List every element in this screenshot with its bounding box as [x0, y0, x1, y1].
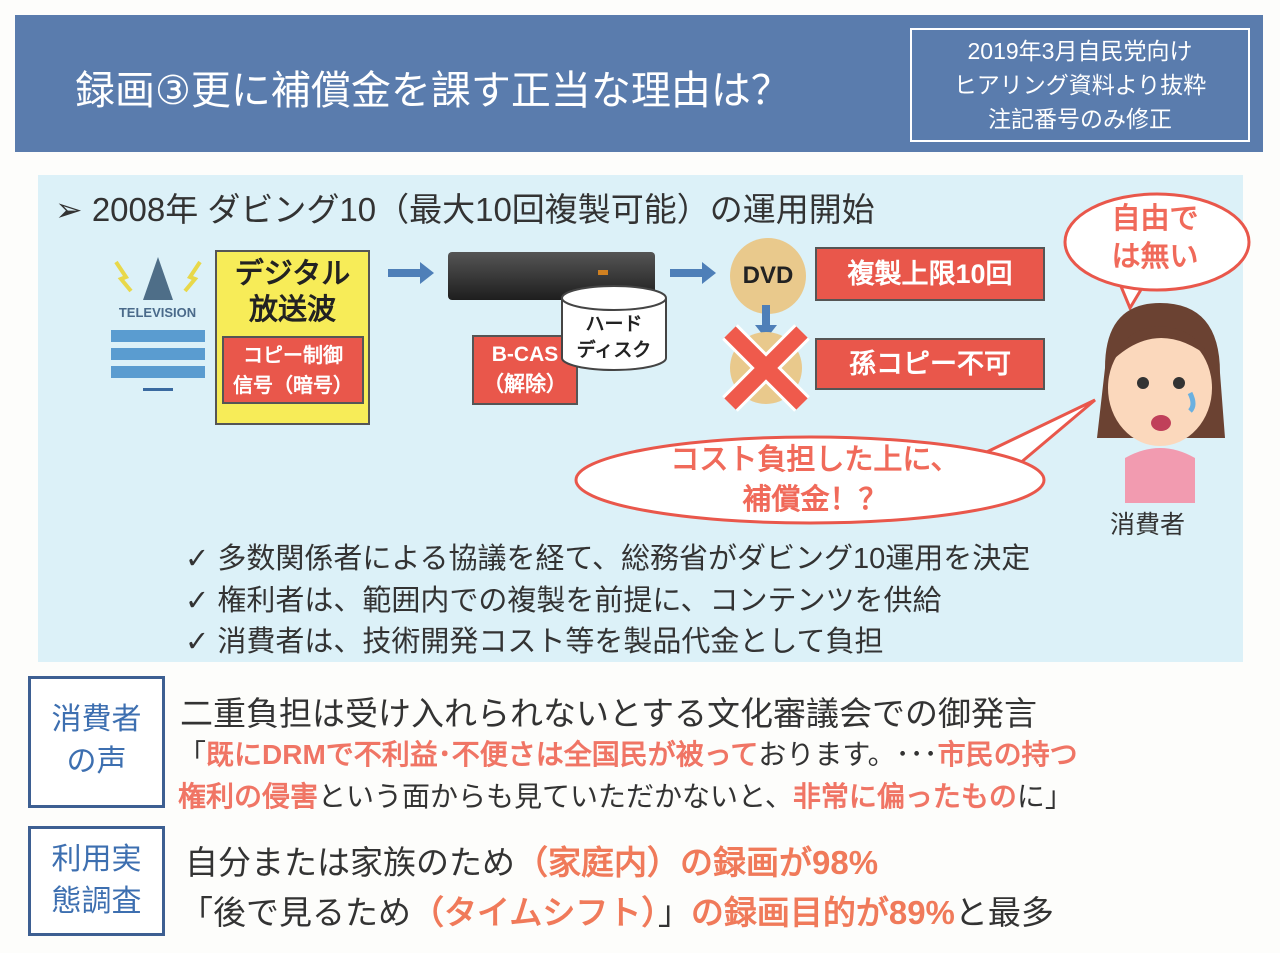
text-run: に」 [1016, 781, 1073, 812]
doc-title-line: デジタル [234, 258, 351, 290]
bubble-line: 補償金！？ [742, 484, 888, 516]
note-line: 注記番号のみ修正 [988, 106, 1172, 132]
note-line: ヒアリング資料より抜粋 [953, 72, 1207, 98]
check-item: ✓ 権利者は、範囲内での複製を前提に、コンテンツを供給 [185, 585, 942, 617]
text-run: と最多 [954, 894, 1054, 931]
label-line: 利用実 [51, 843, 142, 876]
television-tower-icon [111, 257, 205, 391]
check-item: ✓ 多数関係者による協議を経て、総務省がダビング10運用を決定 [185, 543, 1031, 575]
voice-headline: 二重負担は受け入れられないとする文化審議会での御発言 [180, 695, 1038, 732]
text-run: 市民の持つ [937, 739, 1078, 770]
speech-bubble [574, 398, 1096, 525]
doc-title: デジタル放送波 [217, 256, 368, 328]
arrow-right-icon [670, 262, 716, 284]
cost-burden-text: コスト負担した上に、補償金！？ [580, 440, 1050, 520]
bubble-line: は無い [1111, 241, 1199, 273]
label-line: 態調査 [51, 885, 142, 918]
survey-line-2: 「後で見るため（タイムシフト）」の録画目的が89%と最多 [180, 886, 1054, 934]
text-run: （タイムシフト） [411, 894, 658, 931]
bubble-line: コスト負担した上に、 [670, 444, 960, 476]
tv-label: TELEVISION [118, 305, 197, 320]
text-run: 既にDRMで不利益･不便さは全国民が被って [206, 739, 759, 770]
text-run: 「 [178, 739, 207, 770]
bcas-line: （解除） [483, 373, 567, 396]
section-heading: ➢ 2008年 ダビング10（最大10回複製可能）の運用開始 [55, 191, 875, 228]
speech-bubble [1063, 192, 1251, 310]
arrow-down-icon [755, 305, 777, 339]
doc-title-line: 放送波 [248, 294, 336, 326]
slide-title: 録画③更に補償金を課す正当な理由は？ [75, 69, 791, 113]
bcas-line: B-CAS [491, 343, 559, 366]
hdd-line: ハード [585, 314, 643, 335]
quote-line-1: 「既にDRMで不利益･不便さは全国民が被っております。･･･市民の持つ [178, 733, 1078, 773]
text-run: （家庭内）の録画が98% [515, 844, 879, 881]
hdd-line: ディスク [576, 340, 652, 361]
text-run: 権利の侵害 [178, 781, 319, 812]
usage-survey-label: 利用実態調査 [28, 826, 165, 936]
source-note: 2019年3月自民党向け ヒアリング資料より抜粋 注記番号のみ修正 [910, 28, 1250, 142]
text-run: おります。･･･ [758, 739, 938, 770]
bubble-line: 自由で [1111, 203, 1199, 235]
note-line: 2019年3月自民党向け [967, 38, 1193, 64]
label-line: の声 [66, 745, 127, 778]
quote-line-2: 権利の侵害という面からも見ていただかないと、非常に偏ったものに」 [178, 775, 1073, 815]
text-run: という面からも見ていただかないと、 [318, 781, 793, 812]
copy-control-box: コピー制御信号（暗号） [222, 336, 364, 404]
worried-consumer-illustration [1097, 303, 1225, 503]
copy-limit-box: 複製上限10回 [815, 247, 1045, 301]
prohibited-x-icon [722, 324, 810, 412]
no-grandchild-copy-box: 孫コピー不可 [815, 338, 1045, 390]
dvd-disc: DVD [730, 238, 806, 314]
text-run: 自分または家族のため [185, 844, 515, 881]
copy-control-line: 信号（暗号） [233, 375, 353, 397]
copy-control-line: コピー制御 [243, 345, 343, 367]
header-bar [15, 15, 1263, 152]
not-free-text: 自由では無い [1080, 200, 1230, 276]
arrow-right-icon [388, 262, 434, 284]
consumer-label: 消費者 [1110, 511, 1186, 539]
text-run: 」 [657, 894, 691, 931]
label-line: 消費者 [51, 703, 142, 736]
survey-line-1: 自分または家族のため（家庭内）の録画が98% [185, 836, 878, 884]
consumer-voice-label: 消費者の声 [28, 676, 165, 808]
hard-disk-icon [561, 285, 667, 371]
text-run: 「後で見るため [180, 894, 411, 931]
text-run: の録画目的が89% [690, 894, 955, 931]
bcas-box: B-CAS （解除） [472, 335, 578, 405]
hard-disk-label: ハードディスク [565, 312, 663, 364]
text-run: 非常に偏ったもの [792, 781, 1017, 812]
check-item: ✓ 消費者は、技術開発コスト等を製品代金として負担 [185, 626, 884, 658]
